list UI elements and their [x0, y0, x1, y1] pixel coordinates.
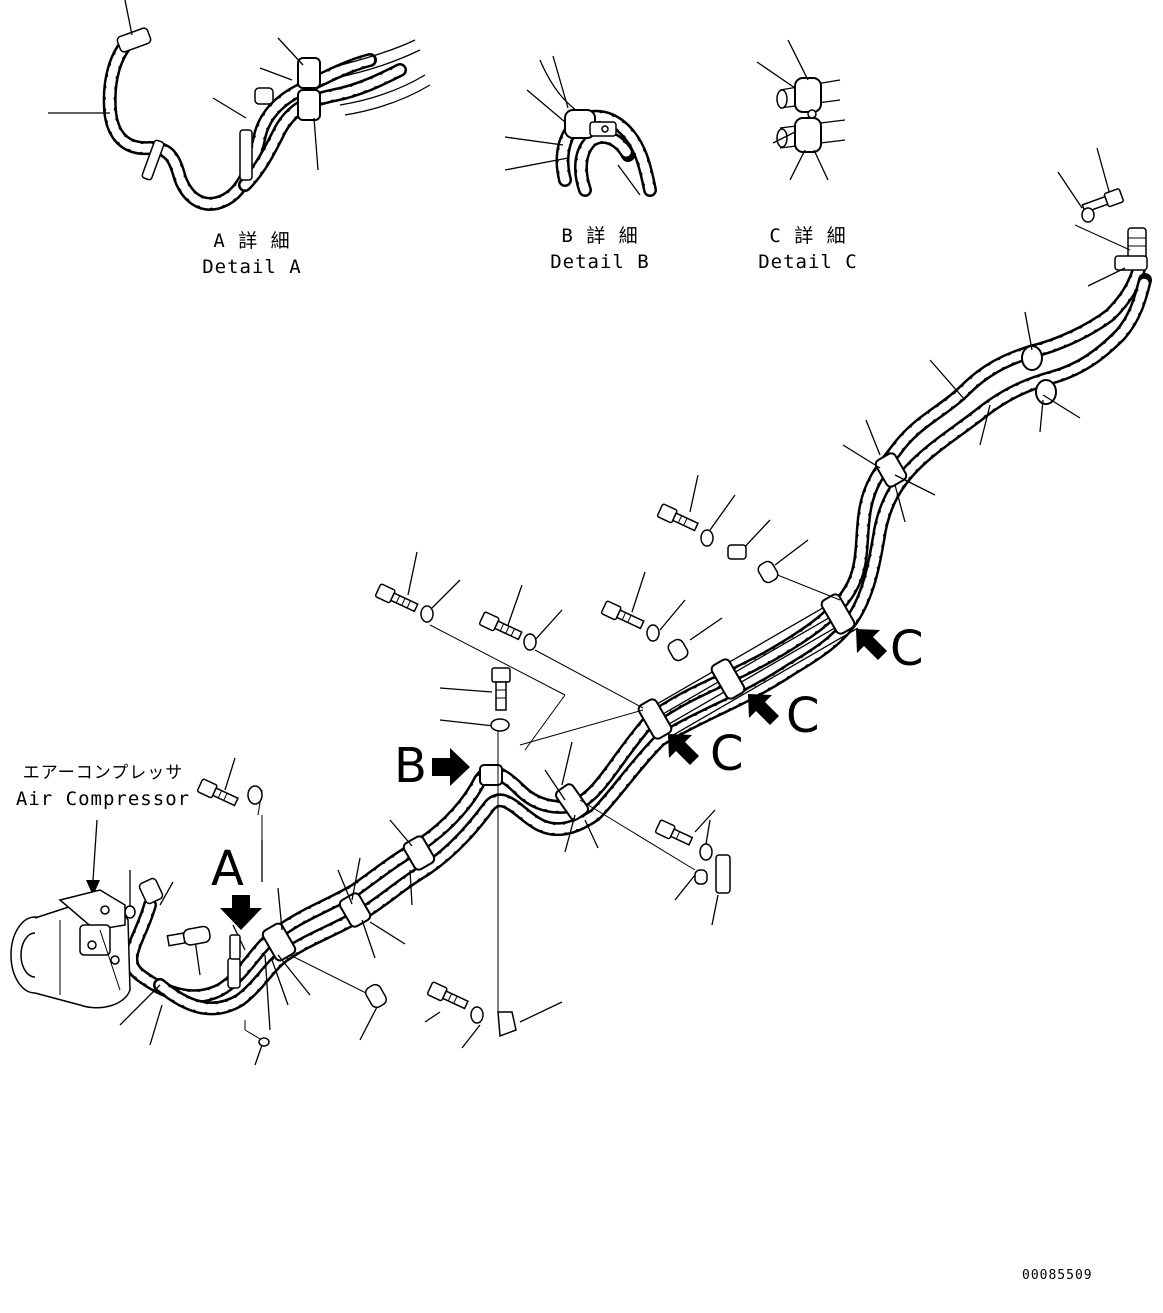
- view-arrow-b: [432, 748, 470, 786]
- spacer: [365, 983, 387, 1009]
- washer: [124, 905, 136, 919]
- callout-c: C: [890, 621, 924, 677]
- hose-end-fitting: [138, 877, 164, 905]
- washer: [523, 633, 537, 651]
- callout-c: C: [786, 688, 820, 744]
- hose-clamp: [479, 764, 503, 786]
- washer: [470, 1006, 484, 1024]
- view-arrow-c: [856, 629, 887, 660]
- air-compressor-icon: [10, 889, 131, 1009]
- hose-end-fitting: [1114, 227, 1148, 271]
- bolt: [654, 819, 694, 846]
- detail-b-illustration: [504, 55, 657, 197]
- bolt: [491, 667, 511, 711]
- detail-b-label-jp: B 詳 細: [561, 225, 639, 247]
- washer: [1081, 207, 1095, 223]
- bracket: [497, 1011, 517, 1038]
- bracket: [715, 854, 731, 894]
- detail-a-label-jp: A 詳 細: [213, 230, 291, 252]
- detail-a-label-en: Detail A: [202, 256, 302, 278]
- callout-c: C: [710, 726, 744, 782]
- washer: [247, 785, 263, 805]
- bolt: [166, 925, 211, 947]
- view-arrow-c: [748, 694, 779, 725]
- air-compressor-label-jp: エアーコンプレッサ: [22, 763, 184, 783]
- detail-a-illustration: [48, 0, 431, 211]
- washer: [700, 529, 714, 547]
- detail-c-illustration: [756, 39, 846, 181]
- detail-c-label-jp: C 詳 細: [769, 225, 847, 247]
- washer: [490, 718, 510, 732]
- hose-clamp: [820, 593, 856, 635]
- bolt: [478, 611, 523, 641]
- spacer: [757, 560, 779, 584]
- document-number: 00085509: [1022, 1268, 1093, 1283]
- bolt: [600, 600, 645, 630]
- hose-clamp: [1021, 345, 1057, 405]
- hose-clamp: [710, 658, 746, 700]
- bolt: [426, 981, 469, 1010]
- detail-b-label-en: Detail B: [550, 251, 650, 273]
- washer: [420, 605, 434, 623]
- washer: [646, 624, 660, 642]
- washer: [258, 1037, 270, 1047]
- washer: [699, 843, 713, 861]
- detail-c-label-en: Detail C: [758, 251, 858, 273]
- hose-clamp: [874, 452, 908, 488]
- view-arrow-c: [668, 734, 699, 765]
- hose-end-fitting: [227, 934, 241, 989]
- bolt: [374, 583, 419, 613]
- spacer: [667, 638, 689, 662]
- hose-clamp: [637, 698, 673, 740]
- spacer: [694, 869, 708, 885]
- air-compressor-label-en: Air Compressor: [15, 788, 191, 810]
- hose-clamp: [555, 783, 589, 821]
- bolt: [656, 503, 699, 532]
- leader-lines: [86, 147, 1131, 1066]
- hose-clamp: [261, 922, 297, 962]
- callout-b: B: [394, 738, 427, 794]
- bolt: [196, 778, 239, 807]
- callout-a: A: [211, 841, 244, 897]
- hose-clamp: [727, 544, 747, 560]
- view-arrow-a: [220, 895, 262, 930]
